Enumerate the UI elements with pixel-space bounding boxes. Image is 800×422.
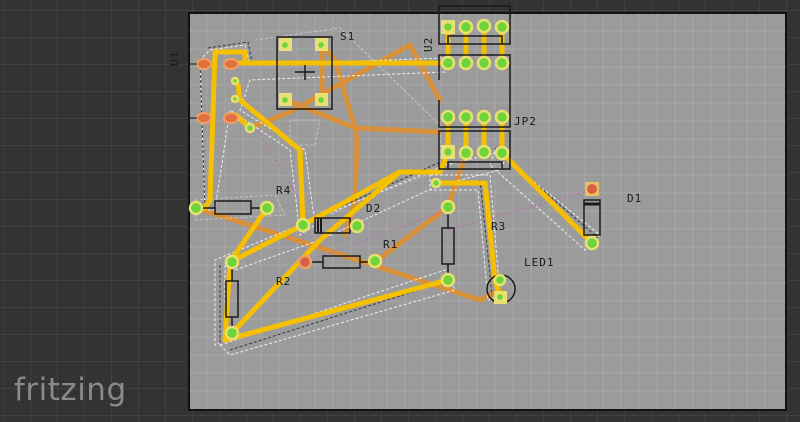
label-led1: LED1 — [524, 256, 555, 269]
label-s1: S1 — [340, 30, 355, 43]
fritzing-logo: fritzing — [14, 372, 127, 408]
d1-body — [583, 199, 601, 236]
label-d1: D1 — [627, 192, 642, 205]
label-d2: D2 — [366, 202, 381, 215]
label-u1: U1 — [168, 51, 181, 66]
u2-outline — [438, 5, 511, 45]
silkscreen — [196, 5, 601, 333]
top-traces[interactable] — [193, 25, 595, 343]
jp2-outline — [438, 130, 511, 170]
label-u2: U2 — [422, 37, 435, 52]
s1-outline — [276, 36, 333, 110]
label-r4: R4 — [276, 184, 291, 197]
label-jp2: JP2 — [514, 115, 537, 128]
jp2-ic-outline — [438, 54, 511, 128]
label-r1: R1 — [383, 238, 398, 251]
pads-routed[interactable] — [188, 18, 600, 341]
label-r3: R3 — [491, 220, 506, 233]
label-r2: R2 — [276, 275, 291, 288]
